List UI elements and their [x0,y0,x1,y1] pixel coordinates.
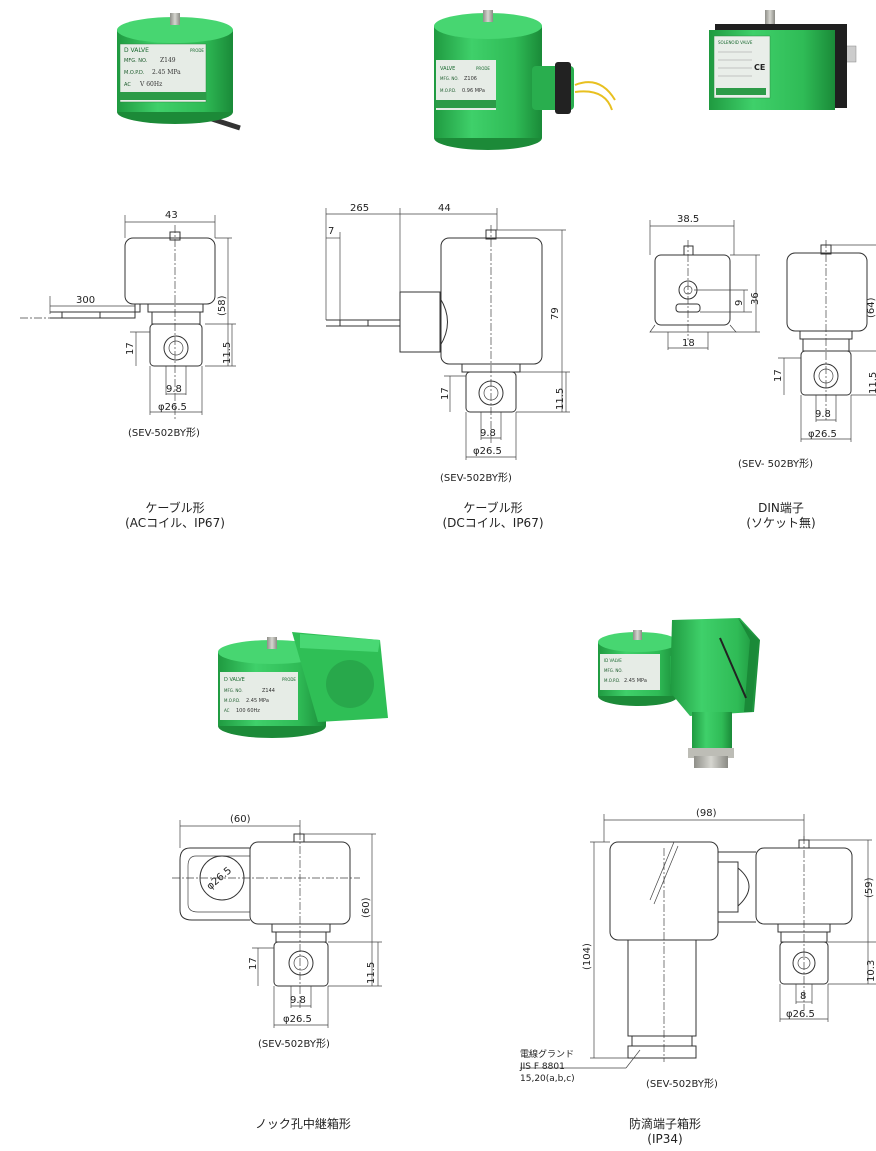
photo2-label-v2: 0.96 MPa [462,88,485,94]
dim4-bottom: 11.5 [366,962,377,984]
dim3-pin: 9 [734,300,745,306]
dim1-bottom: 11.5 [222,342,233,364]
dim3-port: 17 [773,369,784,382]
photo4-label-v1: Z144 [262,688,275,694]
photo4-label-k1: MFG. NO. [224,688,243,693]
gland-label-1: 電線グランド [520,1048,574,1060]
photo5-label-title: ID VALVE [604,658,622,663]
model5: (SEV-502BY形) [646,1078,718,1090]
photo5-label-k2: M.O.P.D. [604,678,620,683]
dim1-dia: φ26.5 [158,402,187,413]
photo2-label-brand: PRODE [476,66,490,71]
dim2-hole: 9.8 [480,428,496,439]
dim4-knock: φ26.5 [205,865,234,892]
dim4-dia: φ26.5 [283,1014,312,1025]
caption-knock-box-line1: ノック孔中継箱形 [255,1117,351,1131]
caption-ac-cable: ケーブル形 (ACコイル、IP67) [100,501,250,531]
dim4-height: (60) [361,897,372,918]
caption-terminal-box: 防滴端子箱形 (IP34) [590,1117,740,1147]
dim3-height-side: (64) [866,297,876,318]
drawing-knock-box: φ26.5 (60) (60) 11.5 17 9.8 φ26.5 (SEV-5… [172,814,382,1050]
drawing-terminal-box: (98) (104) (59) 10.3 8 φ26.5 電線グランド JIS … [519,808,876,1090]
caption-knock-box: ノック孔中継箱形 [228,1117,378,1132]
dim3-base: 18 [682,338,695,349]
photo2-label-k1: MFG. NO. [440,76,459,81]
dim4-hole: 9.8 [290,995,306,1006]
caption-din-line1: DIN端子 [758,501,804,515]
dim5-hole: 8 [800,991,806,1002]
dim2-dia: φ26.5 [473,446,502,457]
dim1-hole: 9.8 [166,384,182,395]
photo3-label-title: SOLENOID VALVE [718,40,753,45]
dim2-strip: 7 [328,226,334,237]
model2: (SEV-502BY形) [440,472,512,484]
photo3-ce-mark: CE [754,63,765,72]
model1: (SEV-502BY形) [128,427,200,439]
product-photo-knock-box: D VALVE PRODE MFG. NO. Z144 M.O.P.D. 2.4… [218,632,388,738]
model4: (SEV-502BY形) [258,1038,330,1050]
caption-din: DIN端子 (ソケット無) [716,501,846,531]
photo1-label-v3: V 60Hz [139,81,162,88]
caption-dc-cable-line1: ケーブル形 [463,501,523,515]
drawing-dc-cable: 265 44 7 79 11.5 17 9.8 φ26.5 (SEV-502BY… [325,203,570,484]
product-photo-ac-cable: D VALVE PRODE MFG. NO. Z149 M.O.P.D. 2.4… [117,13,241,131]
photo1-label-k2: M.O.P.D. [124,70,145,76]
photo1-label-title: D VALVE [124,47,149,54]
photo2-label-k2: M.O.P.D. [440,88,456,93]
dim5-width: (98) [696,808,717,819]
dim2-lead: 265 [350,203,369,214]
dim5-bottom: 10.3 [866,960,876,982]
photo2-label-title: VALVE [440,66,455,72]
product-photo-din: SOLENOID VALVE CE [709,10,857,110]
photo1-label-v2: 2.45 MPa [152,69,181,76]
caption-ac-cable-line1: ケーブル形 [145,501,205,515]
photo1-label-k3: AC [124,82,131,88]
dim5-height: (104) [582,943,593,970]
product-photo-dc-cable: VALVE PRODE MFG. NO. Z106 M.O.P.D. 0.96 … [434,10,616,150]
dim2-port: 17 [440,387,451,400]
photo1-label-v1: Z149 [160,57,176,64]
photo4-label-k2: M.O.P.D. [224,698,240,703]
dim1-height: (58) [217,295,228,316]
gland-label-2: JIS F 8801 [519,1062,565,1072]
photo1-label-brand: PRODE [190,48,204,53]
gland-label-3: 15,20(a,b,c) [520,1074,575,1084]
dim1-port: 17 [125,342,136,355]
product-photo-terminal-box: ID VALVE MFG. NO. M.O.P.D. 2.45 MPa [598,618,760,768]
photo2-label-v1: Z106 [464,76,477,82]
photo4-label-k3: AC [224,708,230,713]
dim2-width: 44 [438,203,451,214]
photo4-label-v3: 100 60Hz [236,708,260,714]
dim5-dia: φ26.5 [786,1009,815,1020]
dim2-bottom: 11.5 [555,388,566,410]
drawing-ac-cable: 43 300 (58) 11.5 17 9.8 φ26.5 (SEV-502BY… [20,210,236,439]
dim3-height: 36 [750,292,761,305]
drawing-din: 38.5 9 36 18 (64) 11.5 17 9.8 [649,214,876,470]
photo4-label-brand: PRODE [282,677,296,682]
dim4-width: (60) [230,814,251,825]
dim3-hole: 9.8 [815,409,831,420]
dim2-height: 79 [550,307,561,320]
model3: (SEV- 502BY形) [738,458,813,470]
caption-terminal-box-line1: 防滴端子箱形 [628,1117,701,1131]
caption-din-line2: (ソケット無) [746,516,816,530]
caption-terminal-box-line2: (IP34) [647,1132,683,1146]
photo4-label-title: D VALVE [224,677,245,683]
dim3-dia: φ26.5 [808,429,837,440]
dim3-bottom: 11.5 [868,372,876,394]
dim1-width: 43 [165,210,178,221]
caption-ac-cable-line2: (ACコイル、IP67) [125,516,225,530]
photo5-label-v2: 2.45 MPa [624,678,647,684]
caption-dc-cable-line2: (DCコイル、IP67) [442,516,544,530]
dim5-height-side: (59) [864,877,875,898]
photo5-label-k1: MFG. NO. [604,668,623,673]
dim3-width: 38.5 [677,214,699,225]
photo4-label-v2: 2.45 MPa [246,698,269,704]
dim1-cable: 300 [76,295,95,306]
caption-dc-cable: ケーブル形 (DCコイル、IP67) [418,501,568,531]
dim4-port: 17 [248,957,259,970]
photo1-label-k1: MFG. NO. [124,58,148,64]
